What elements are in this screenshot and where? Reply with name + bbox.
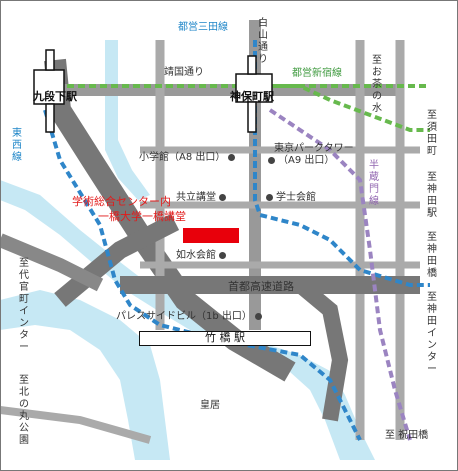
destination-marker bbox=[183, 228, 239, 243]
label-toei-mita: 都営三田線 bbox=[178, 22, 228, 33]
label-yasukuni-st: 靖国通り bbox=[164, 67, 204, 78]
landmark-palace-side: パレスサイドビル（1b 出口） bbox=[116, 311, 262, 323]
river bbox=[0, 40, 375, 460]
landmark-shogakukan: 小学館（A8 出口） bbox=[139, 152, 236, 164]
label-toei-shinjuku: 都営新宿線 bbox=[292, 68, 342, 79]
destination-line1: 学術総合センター内 bbox=[72, 195, 171, 208]
park-tower-dot bbox=[268, 156, 275, 164]
label-hakusan-st: 白山通り bbox=[258, 18, 268, 65]
direction-kanda-station: 至神田駅 bbox=[427, 172, 437, 219]
landmark-gakushikaikan: 学士会館 bbox=[266, 192, 316, 204]
direction-sudacho: 至須田町 bbox=[427, 110, 437, 157]
gakushikaikan-dot bbox=[266, 193, 273, 201]
palace-side-dot bbox=[254, 312, 262, 320]
station-jimbocho: 神保町駅 bbox=[230, 90, 274, 103]
kyoritsu-dot bbox=[219, 193, 226, 201]
label-hanzomon: 半蔵門線 bbox=[369, 160, 379, 207]
direction-ochanomizu: 至お茶の水 bbox=[372, 55, 382, 114]
direction-shukubashi: 至 祝田橋 bbox=[385, 430, 429, 441]
landmark-tokyo-park-tower: 東京パークタワー bbox=[274, 143, 354, 154]
landmark-a9-exit: （A9 出口） bbox=[268, 155, 334, 167]
landmark-kyoritsu: 共立講堂 bbox=[176, 192, 226, 204]
josuikaikan-dot bbox=[219, 251, 226, 259]
landmark-kokyo: 皇居 bbox=[200, 400, 220, 411]
station-takebashi: 竹 橋 駅 bbox=[139, 331, 311, 346]
direction-daikancho-ic: 至代官町インター bbox=[19, 258, 29, 353]
destination-line2: 一橋大学一橋講堂 bbox=[98, 210, 186, 223]
label-tozai: 東西線 bbox=[12, 128, 22, 163]
direction-kanda-ic: 至神田インター bbox=[427, 292, 437, 375]
station-kudanshita: 九段下駅 bbox=[33, 90, 77, 103]
direction-kitanomaru: 至北の丸公園 bbox=[19, 375, 29, 446]
shogakukan-dot bbox=[228, 153, 236, 161]
label-expressway: 首都高速道路 bbox=[228, 280, 294, 293]
station-buildings bbox=[33, 49, 273, 133]
direction-kandabashi: 至神田橋 bbox=[427, 232, 437, 279]
landmark-josuikaikan: 如水会館 bbox=[176, 250, 226, 262]
